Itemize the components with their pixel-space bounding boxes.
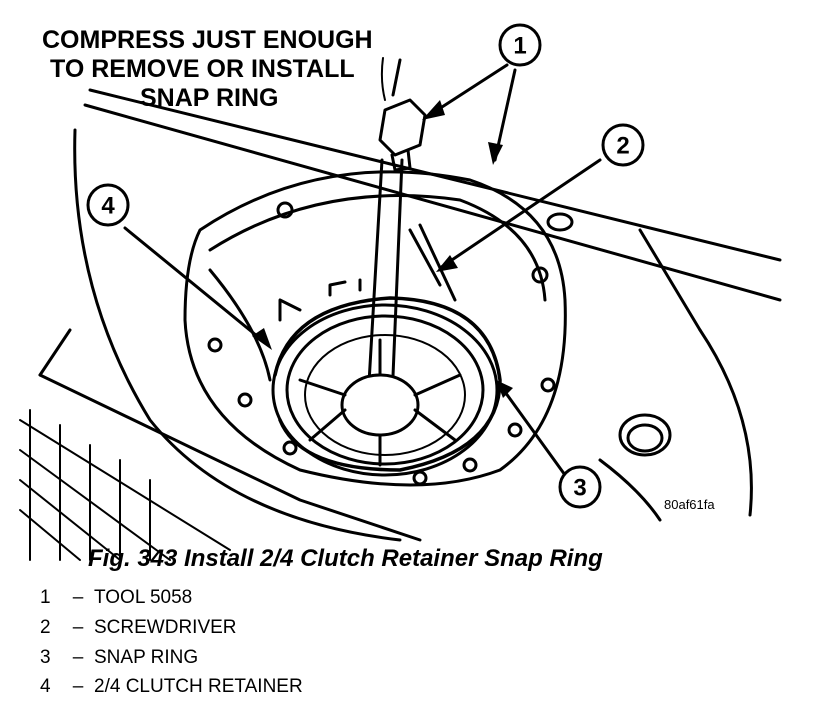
legend-item: 2–SCREWDRIVER (40, 617, 237, 639)
legend-label: SNAP RING (94, 647, 199, 668)
callout-text-line2: TO REMOVE OR INSTALL (50, 55, 355, 83)
legend-dash: – (72, 676, 84, 697)
legend-number: 1 (40, 587, 51, 608)
figure-code: 80af61fa (664, 497, 715, 512)
legend-label: TOOL 5058 (94, 587, 193, 608)
callout-text-line3: SNAP RING (140, 84, 279, 112)
callout-text-line1: COMPRESS JUST ENOUGH (42, 26, 373, 54)
legend-number: 2 (40, 617, 51, 638)
legend-dash: – (72, 647, 84, 668)
screwdriver (408, 223, 457, 302)
callout-circle-3 (558, 465, 602, 509)
callout-circle-2 (601, 123, 645, 167)
callout-number-3: 3 (573, 475, 586, 502)
transmission-case (38, 128, 753, 542)
housing-bore (183, 170, 567, 487)
callout-number-2: 2 (616, 133, 629, 160)
legend-item: 4–2/4 CLUTCH RETAINER (40, 676, 303, 698)
snap-ring (273, 296, 502, 472)
legend-number: 3 (40, 647, 51, 668)
legend-item: 3–SNAP RING (40, 647, 198, 669)
callout-number-4: 4 (101, 193, 115, 220)
legend-number: 4 (40, 676, 51, 697)
clutch-hub (298, 338, 462, 467)
clutch-retainer (271, 278, 499, 477)
legend-label: 2/4 CLUTCH RETAINER (94, 676, 303, 697)
case-plug (618, 413, 672, 457)
tool-post (366, 58, 427, 402)
leader-lines (123, 57, 602, 477)
tool-bar (83, 88, 782, 332)
case-grating (19, 409, 231, 561)
legend-dash: – (72, 617, 84, 638)
arrowheads (252, 100, 513, 398)
legend-label: SCREWDRIVER (94, 617, 237, 638)
callout-circle-4 (86, 183, 130, 227)
legend-dash: – (72, 587, 84, 608)
callout-circle-1 (498, 23, 542, 67)
figure-caption: Fig. 343 Install 2/4 Clutch Retainer Sna… (88, 545, 603, 572)
legend-item: 1–TOOL 5058 (40, 587, 192, 609)
callout-number-1: 1 (513, 33, 526, 60)
